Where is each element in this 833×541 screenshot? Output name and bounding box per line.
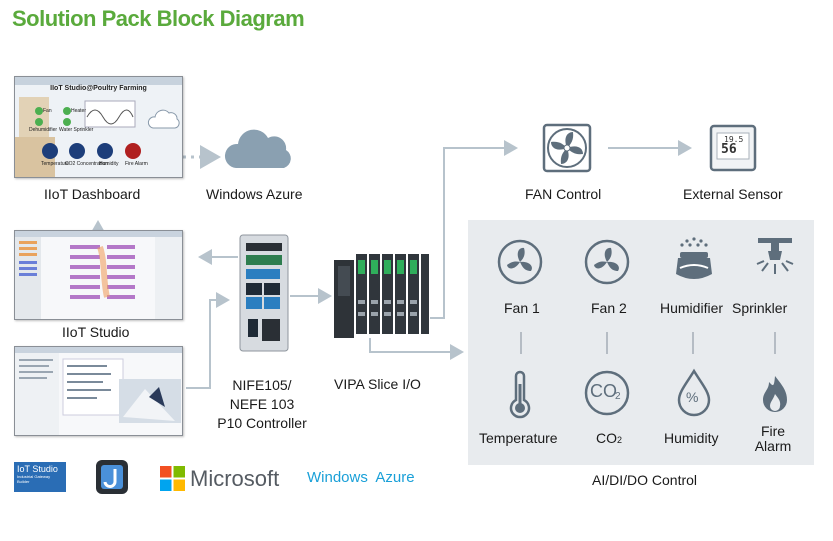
fan-1-icon (497, 239, 543, 285)
microsoft-logo-icon (160, 466, 185, 491)
dashboard-item: Fan (43, 108, 52, 114)
controller-label-line: NIFE105/ (232, 377, 292, 393)
dashboard-item: Temperature (41, 161, 70, 167)
microsoft-logo-text: Microsoft (190, 466, 280, 491)
temperature-label: Temperature (479, 430, 558, 446)
dashboard-heading: IIoT Studio@Poultry Farming (50, 85, 147, 92)
iot-studio-logo-text: IoT Studio (17, 464, 58, 474)
cloud-icon (224, 129, 291, 168)
iiot-studio-label: IIoT Studio (62, 324, 130, 340)
humidity-icon-text: % (686, 389, 699, 405)
iot-studio-logo: IoT Studio Industrial Gateway Builder (14, 462, 66, 492)
external-sensor-label: External Sensor (683, 186, 783, 202)
fire-alarm-label: Fire Alarm (748, 424, 798, 454)
vipa-slice-io-icon (334, 254, 429, 338)
sprinkler-icon (756, 238, 794, 274)
sensor-temp-reading: 19.5 (724, 135, 744, 144)
humidity-label: Humidity (664, 430, 719, 446)
dashboard-item: Dehumidifier (29, 127, 58, 133)
dashboard-item: Fire Alarm (125, 161, 148, 167)
humidifier-icon (676, 237, 712, 279)
fan-2-icon (584, 239, 630, 285)
sprinkler-label: Sprinkler (732, 300, 788, 316)
co2-icon-subscript: 2 (615, 391, 621, 402)
co2-label-text: CO (596, 430, 617, 446)
dashboard-item: Humidity (99, 161, 119, 167)
field-devices-panel (468, 220, 814, 465)
external-sensor-icon (709, 124, 757, 172)
fire-icon (763, 376, 787, 412)
iiot-dashboard-screenshot: IIoT Studio@Poultry Farming Fan Heater D… (14, 76, 183, 178)
vipa-panel-arrow (369, 338, 464, 360)
co2-label: CO2 (596, 430, 622, 446)
dashboard-item: Water Sprinkler (59, 127, 94, 133)
alarm-label-line: Alarm (754, 438, 792, 454)
node-app-logo (96, 460, 128, 494)
iiot-studio-screenshot-2 (14, 346, 183, 436)
iot-studio-logo-subtext: Industrial Gateway Builder (17, 474, 51, 484)
fan-2-label: Fan 2 (591, 300, 627, 316)
controller-label: NIFE105/ NEFE 103 P10 Controller (210, 376, 314, 433)
humidity-drop-icon (677, 368, 711, 417)
page-title: Solution Pack Block Diagram (12, 6, 305, 31)
co2-label-subscript: 2 (617, 435, 623, 445)
fan-1-label: Fan 1 (504, 300, 540, 316)
humidifier-label: Humidifier (660, 300, 724, 316)
iiot-studio-screenshot (14, 230, 183, 320)
fan-control-label: FAN Control (525, 186, 602, 202)
fire-label-line: Fire (760, 423, 786, 439)
iiot-dashboard-label: IIoT Dashboard (44, 186, 141, 202)
controller-label-line: NEFE 103 (229, 396, 295, 412)
controller-label-line: P10 Controller (217, 415, 307, 431)
ai-di-do-control-label: AI/DI/DO Control (592, 472, 698, 488)
windows-azure-label: Windows Azure (206, 186, 303, 202)
thermometer-icon (509, 370, 531, 419)
screen-controller-arrow (186, 292, 230, 389)
sensor-humidity-reading: 56 (721, 142, 737, 157)
dashboard-item: CO2 Concentration (65, 161, 108, 167)
vipa-label: VIPA Slice I/O (334, 376, 421, 392)
windows-azure-logo: Windows Azure (307, 469, 415, 486)
co2-icon-text: CO (590, 381, 617, 401)
co2-icon (584, 370, 630, 416)
fan-control-icon (542, 123, 592, 173)
dashboard-item: Heater (71, 108, 87, 114)
controller-device-icon (239, 234, 289, 352)
